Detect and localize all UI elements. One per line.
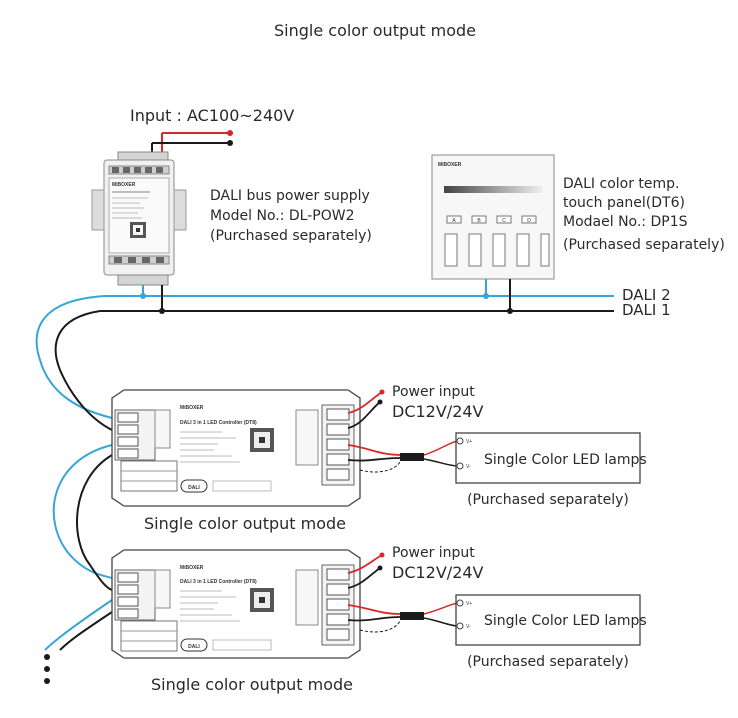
power-supply-purchase-note: (Purchased separately) [210,228,372,244]
controller-2-mode-caption: Single color output mode [151,675,353,694]
panel-purchase-note: (Purchased separately) [563,237,725,253]
panel-button-a: A [452,218,456,224]
controller-1-voltage: DC12V/24V [392,402,484,421]
panel-line1: DALI color temp. [563,176,680,192]
controller-2-power-label: Power input [392,545,475,561]
controller-2-lamp-label: Single Color LED lamps [484,613,647,629]
controller-2-badge: DALI [188,644,200,650]
panel-button-d: D [527,218,531,224]
controller-1-lamp-pin-pos: V+ [466,439,472,445]
panel-model: Modael No.: DP1S [563,214,688,230]
controller-2-brand: MiBOXER [180,565,204,571]
diagram-title: Single color output mode [274,21,476,40]
controller-1-mode-caption: Single color output mode [144,514,346,533]
panel-button-b: B [477,218,481,224]
controller-1-power-label: Power input [392,384,475,400]
panel-brand: MiBOXER [438,162,462,168]
controller-1-brand: MiBOXER [180,405,204,411]
controller-1: MiBOXER DALI 3 in 1 LED Controller (DT8)… [111,389,361,507]
ac-input-wires [151,130,233,155]
controller-1-name: DALI 3 in 1 LED Controller (DT8) [180,420,257,426]
power-supply-line1: DALI bus power supply [210,188,370,204]
dali2-label: DALI 2 [622,286,671,304]
power-supply-model: Model No.: DL-POW2 [210,208,355,224]
controller-1-lamp-label: Single Color LED lamps [484,452,647,468]
controller-2-voltage: DC12V/24V [392,563,484,582]
controller-2-purchase-note: (Purchased separately) [467,654,629,670]
dali-power-supply: MiBOXER [91,151,187,286]
controller-2-lamp [455,594,641,646]
panel-button-c: C [502,218,506,224]
controller-1-lamp-pin-neg: V- [466,464,471,470]
dali-bus [35,279,614,651]
power-supply-brand: MiBOXER [112,182,136,188]
controller-1-lamp [455,432,641,484]
controller-1-badge: DALI [188,485,200,491]
ac-input-label: Input : AC100~240V [130,106,294,125]
continuation-dots [44,654,50,684]
controller-2-lamp-pin-neg: V- [466,624,471,630]
panel-line2: touch panel(DT6) [563,195,685,211]
controller-2: MiBOXER DALI 3 in 1 LED Controller (DT8)… [111,549,361,659]
touch-panel: MiBOXER A B C D [431,154,555,280]
controller-2-name: DALI 3 in 1 LED Controller (DT8) [180,579,257,585]
dali1-label: DALI 1 [622,301,671,319]
controller-1-purchase-note: (Purchased separately) [467,492,629,508]
controller-2-lamp-pin-pos: V+ [466,601,472,607]
